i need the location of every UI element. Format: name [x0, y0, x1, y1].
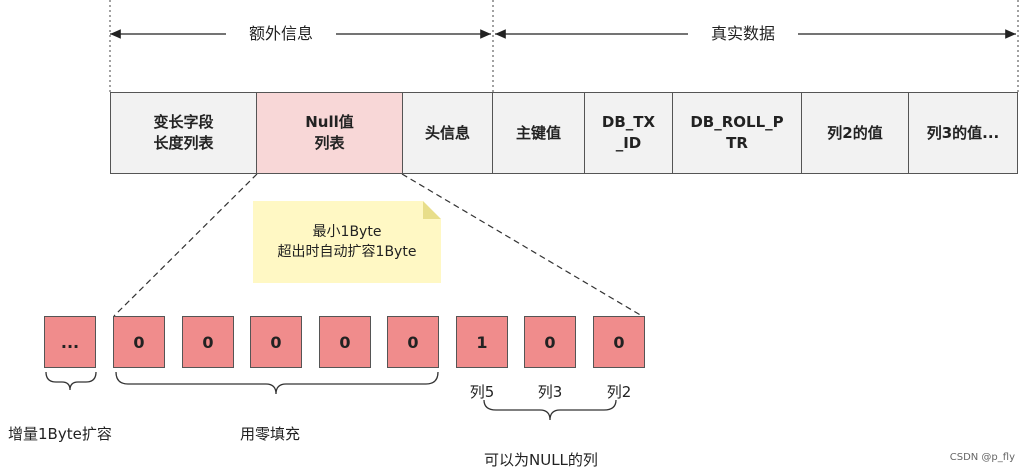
bit-col5: 1	[456, 316, 508, 368]
size-note: 最小1Byte 超出时自动扩容1Byte	[253, 201, 441, 283]
section-label-extra-info: 额外信息	[226, 22, 336, 46]
section-label-real-data: 真实数据	[688, 22, 798, 46]
zoom-line-right	[401, 173, 643, 317]
caption-nullable: 可以为NULL的列	[484, 451, 598, 469]
column-label-col3: 列3	[537, 383, 563, 401]
field-var-length-list: 变长字段 长度列表	[110, 92, 257, 174]
brace-zero-fill	[115, 371, 439, 395]
column-label-col5: 列5	[469, 383, 495, 401]
brace-nullable	[483, 399, 617, 421]
field-header-info: 头信息	[402, 92, 493, 174]
field-col3-value: 列3的值...	[908, 92, 1018, 174]
bit-box: 0	[113, 316, 165, 368]
bit-col3: 0	[524, 316, 576, 368]
bit-expand-placeholder: ...	[44, 316, 96, 368]
size-note-text: 最小1Byte 超出时自动扩容1Byte	[277, 224, 417, 260]
bit-box: 0	[319, 316, 371, 368]
bit-col2: 0	[593, 316, 645, 368]
field-db-tx-id: DB_TX _ID	[584, 92, 673, 174]
column-label-col2: 列2	[606, 383, 632, 401]
zoom-line-left	[113, 173, 258, 317]
bit-box: 0	[182, 316, 234, 368]
note-fold-corner	[423, 201, 441, 219]
field-db-roll-ptr: DB_ROLL_P TR	[672, 92, 802, 174]
bit-box: 0	[250, 316, 302, 368]
brace-expand	[45, 371, 97, 391]
field-col2-value: 列2的值	[801, 92, 909, 174]
bit-box: 0	[387, 316, 439, 368]
watermark: CSDN @p_fly	[949, 452, 1015, 463]
caption-zero-fill: 用零填充	[240, 425, 301, 443]
caption-expand: 增量1Byte扩容	[8, 425, 112, 443]
field-null-list: Null值 列表	[256, 92, 403, 174]
field-primary-key: 主键值	[492, 92, 585, 174]
